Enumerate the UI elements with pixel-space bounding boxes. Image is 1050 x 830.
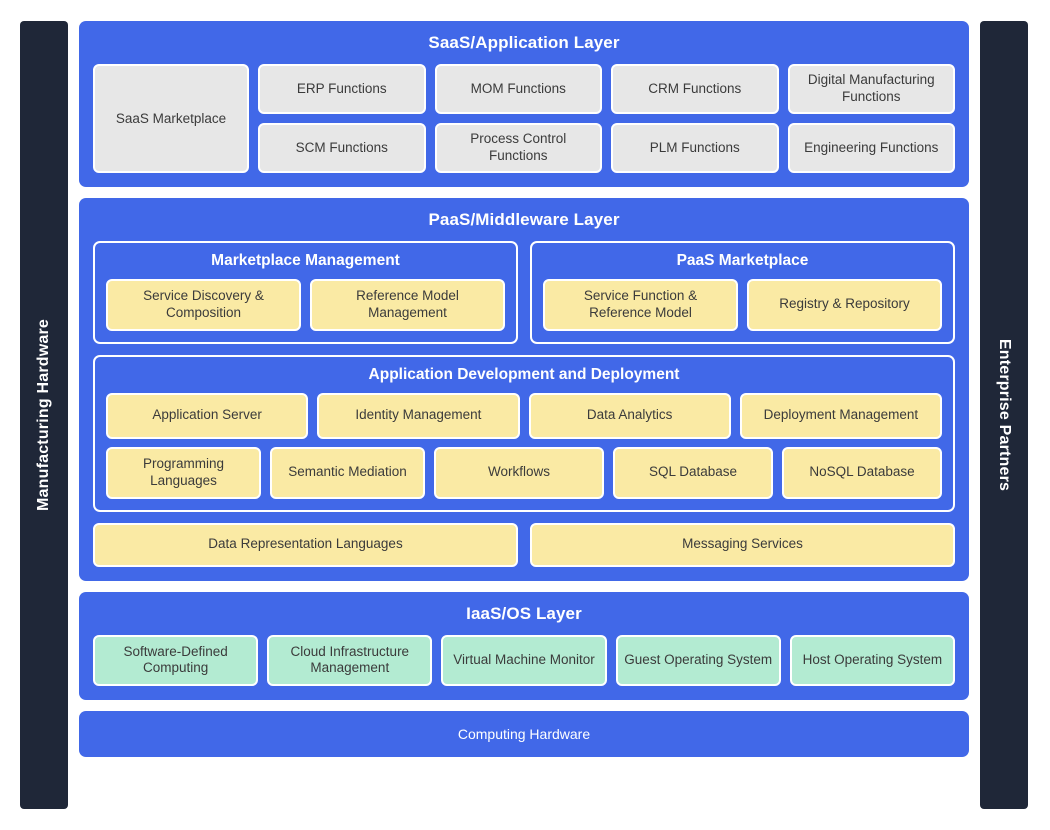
saas-function-erp-label: ERP Functions bbox=[296, 80, 387, 96]
layer-stack: SaaS/Application Layer SaaS Marketplace … bbox=[79, 21, 969, 809]
chip-semantic-mediation-label: Semantic Mediation bbox=[288, 464, 407, 480]
side-bar-right-label: Enterprise Partners bbox=[996, 338, 1013, 492]
paas-marketplace-panel: PaaS Marketplace Service Function & Refe… bbox=[530, 241, 955, 344]
iaas-layer-title: IaaS/OS Layer bbox=[466, 603, 582, 623]
chip-host-operating-system-label: Host Operating System bbox=[802, 651, 943, 667]
chip-deployment-management[interactable]: Deployment Management bbox=[739, 392, 942, 439]
chip-registry-repository[interactable]: Registry & Repository bbox=[747, 279, 942, 331]
chip-application-server-label: Application Server bbox=[152, 407, 262, 423]
saas-layer-title: SaaS/Application Layer bbox=[428, 33, 620, 52]
chip-data-representation-languages[interactable]: Data Representation Languages bbox=[93, 522, 518, 567]
paas-marketplace-row: Marketplace Management Service Discovery… bbox=[93, 241, 955, 344]
saas-function-process-control-label: Process Control Functions bbox=[470, 131, 567, 163]
computing-hardware-label: Computing Hardware bbox=[457, 726, 591, 743]
chip-sql-database[interactable]: SQL Database bbox=[613, 446, 773, 499]
chip-data-analytics-label: Data Analytics bbox=[586, 407, 673, 423]
marketplace-management-panel: Marketplace Management Service Discovery… bbox=[93, 241, 518, 344]
saas-function-scm[interactable]: SCM Functions bbox=[258, 123, 426, 173]
chip-software-defined-computing[interactable]: Software-Defined Computing bbox=[93, 634, 259, 687]
saas-function-plm[interactable]: PLM Functions bbox=[611, 123, 779, 173]
saas-functions-grid: ERP Functions MOM Functions CRM Function… bbox=[258, 64, 955, 173]
saas-function-digital-manufacturing[interactable]: Digital Manufacturing Functions bbox=[787, 64, 955, 114]
side-bar-enterprise-partners: Enterprise Partners bbox=[980, 21, 1028, 809]
chip-host-operating-system[interactable]: Host Operating System bbox=[789, 634, 956, 687]
chip-application-server[interactable]: Application Server bbox=[106, 392, 309, 439]
side-bar-left-label: Manufacturing Hardware bbox=[35, 319, 52, 511]
chip-data-analytics[interactable]: Data Analytics bbox=[528, 392, 731, 439]
paas-marketplace-items: Service Function & Reference Model Regis… bbox=[543, 279, 942, 331]
chip-workflows-label: Workflows bbox=[487, 464, 550, 480]
saas-function-process-control[interactable]: Process Control Functions bbox=[434, 123, 602, 173]
paas-bottom-services-row: Data Representation Languages Messaging … bbox=[93, 522, 955, 567]
application-development-deployment-panel: Application Development and Deployment A… bbox=[93, 354, 955, 512]
computing-hardware-bar: Computing Hardware bbox=[79, 711, 969, 758]
chip-service-function-reference-model-label: Service Function & Reference Model bbox=[583, 288, 698, 320]
saas-function-engineering-label: Engineering Functions bbox=[804, 139, 939, 155]
chip-nosql-database[interactable]: NoSQL Database bbox=[782, 446, 942, 499]
saas-function-scm-label: SCM Functions bbox=[295, 139, 388, 155]
app-dev-row-2: Programming Languages Semantic Mediation… bbox=[106, 446, 942, 499]
chip-programming-languages[interactable]: Programming Languages bbox=[106, 446, 261, 499]
chip-software-defined-computing-label: Software-Defined Computing bbox=[123, 643, 228, 676]
chip-messaging-services[interactable]: Messaging Services bbox=[530, 522, 955, 567]
chip-semantic-mediation[interactable]: Semantic Mediation bbox=[270, 446, 425, 499]
marketplace-management-title: Marketplace Management bbox=[211, 252, 400, 269]
chip-virtual-machine-monitor-label: Virtual Machine Monitor bbox=[453, 651, 595, 667]
side-bar-manufacturing-hardware: Manufacturing Hardware bbox=[20, 21, 68, 809]
saas-function-engineering[interactable]: Engineering Functions bbox=[787, 123, 955, 173]
saas-function-mom[interactable]: MOM Functions bbox=[434, 64, 602, 114]
chip-service-discovery-composition[interactable]: Service Discovery & Composition bbox=[106, 279, 301, 331]
chip-service-discovery-composition-label: Service Discovery & Composition bbox=[143, 288, 264, 320]
chip-sql-database-label: SQL Database bbox=[648, 464, 738, 480]
chip-identity-management[interactable]: Identity Management bbox=[317, 392, 520, 439]
saas-function-mom-label: MOM Functions bbox=[470, 80, 566, 96]
paas-layer-title: PaaS/Middleware Layer bbox=[428, 210, 620, 229]
paas-middleware-layer: PaaS/Middleware Layer Marketplace Manage… bbox=[79, 198, 969, 581]
marketplace-management-items: Service Discovery & Composition Referenc… bbox=[106, 279, 505, 331]
chip-virtual-machine-monitor[interactable]: Virtual Machine Monitor bbox=[441, 634, 607, 687]
saas-function-digital-manufacturing-label: Digital Manufacturing Functions bbox=[807, 72, 935, 104]
chip-cloud-infrastructure-management-label: Cloud Infrastructure Management bbox=[290, 643, 410, 676]
chip-guest-operating-system-label: Guest Operating System bbox=[624, 651, 773, 667]
chip-guest-operating-system[interactable]: Guest Operating System bbox=[615, 634, 781, 687]
chip-programming-languages-label: Programming Languages bbox=[142, 455, 225, 488]
chip-deployment-management-label: Deployment Management bbox=[763, 407, 919, 423]
paas-marketplace-title: PaaS Marketplace bbox=[676, 252, 809, 269]
chip-service-function-reference-model[interactable]: Service Function & Reference Model bbox=[543, 279, 738, 331]
iaas-os-layer: IaaS/OS Layer Software-Defined Computing… bbox=[79, 591, 969, 701]
saas-function-erp[interactable]: ERP Functions bbox=[258, 64, 426, 114]
chip-cloud-infrastructure-management[interactable]: Cloud Infrastructure Management bbox=[267, 634, 433, 687]
application-development-deployment-title: Application Development and Deployment bbox=[368, 365, 680, 383]
chip-messaging-services-label: Messaging Services bbox=[682, 536, 803, 552]
saas-function-crm[interactable]: CRM Functions bbox=[611, 64, 779, 114]
chip-reference-model-management-label: Reference Model Management bbox=[356, 288, 459, 320]
app-dev-row-1: Application Server Identity Management D… bbox=[106, 392, 942, 439]
iaas-items-row: Software-Defined Computing Cloud Infrast… bbox=[93, 634, 956, 687]
chip-registry-repository-label: Registry & Repository bbox=[779, 296, 910, 312]
saas-marketplace-box[interactable]: SaaS Marketplace bbox=[93, 64, 249, 173]
saas-function-plm-label: PLM Functions bbox=[649, 139, 740, 155]
chip-identity-management-label: Identity Management bbox=[355, 407, 482, 423]
saas-function-crm-label: CRM Functions bbox=[648, 80, 742, 96]
saas-layer-body: SaaS Marketplace ERP Functions MOM Funct… bbox=[93, 64, 955, 173]
saas-marketplace-label: SaaS Marketplace bbox=[115, 111, 227, 126]
chip-data-representation-languages-label: Data Representation Languages bbox=[208, 536, 403, 552]
chip-workflows[interactable]: Workflows bbox=[434, 446, 604, 499]
chip-nosql-database-label: NoSQL Database bbox=[809, 464, 915, 480]
chip-reference-model-management[interactable]: Reference Model Management bbox=[310, 279, 505, 331]
saas-application-layer: SaaS/Application Layer SaaS Marketplace … bbox=[79, 21, 969, 187]
